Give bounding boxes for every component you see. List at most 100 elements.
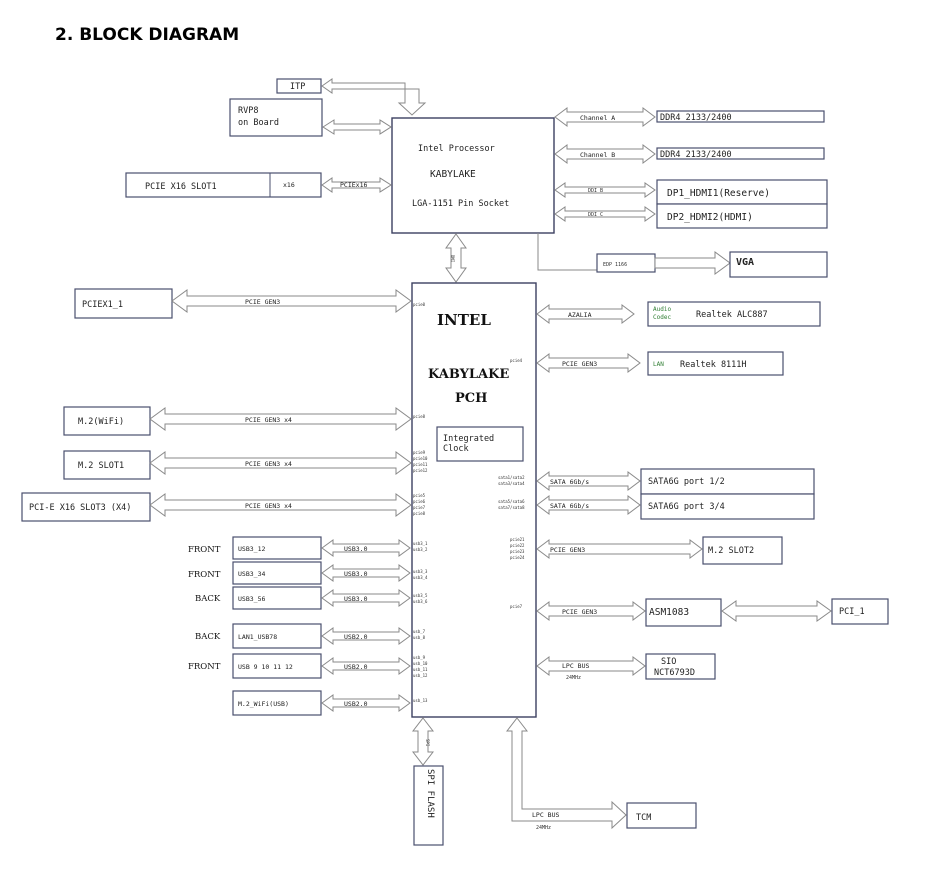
sio-line2: NCT6793D: [654, 668, 695, 678]
sata-1-label: SATA6G port 1/2: [648, 477, 725, 487]
ddi-c-label: DDI C: [588, 212, 603, 218]
vga-label: VGA: [736, 257, 754, 268]
usb-link-bus: USB2.0: [344, 663, 368, 671]
lpc-bus-2-label: LPC BUS: [532, 811, 559, 819]
ddi-b-label: DDI B: [588, 188, 603, 194]
left-link-arrow: [149, 493, 412, 517]
edp-label: EDP 1166: [603, 262, 627, 268]
svg-text:pcie0: pcie0: [413, 302, 426, 307]
lan-arrow: [536, 353, 641, 373]
usb-device-box: [232, 653, 322, 679]
usb-device-box: [232, 586, 322, 610]
usb-device-label: USB3_34: [238, 570, 265, 578]
usb-device-box: [232, 561, 322, 585]
svg-text:pcie4: pcie4: [510, 358, 523, 363]
left-link-arrow: [171, 289, 412, 313]
usb-side-label: BACK: [195, 594, 221, 604]
svg-text:usb3_1: usb3_1: [413, 541, 428, 546]
rvp8-line1: RVP8: [238, 106, 258, 116]
left-link-bus: PCIE GEN3 x4: [245, 416, 292, 424]
rvp8-line2: on Board: [238, 118, 279, 128]
asm-arrow: [536, 601, 646, 621]
usb-device-label: LAN1_USB78: [238, 633, 277, 641]
vga-arrow: [654, 251, 731, 275]
usb-link-arrow: [321, 627, 411, 645]
clock-line1: Integrated: [443, 434, 494, 444]
usb-link-arrow: [321, 657, 411, 675]
audio-codec-line1: Audio: [653, 306, 671, 313]
ddi-c-arrow: [554, 206, 656, 222]
svg-text:pcie21: pcie21: [510, 537, 525, 542]
pcie-x16-slot1-box: [125, 172, 322, 198]
lpc-bus-label: LPC BUS: [562, 662, 589, 670]
usb-device-box: [232, 690, 322, 716]
left-device-label: M.2 SLOT1: [78, 461, 124, 471]
usb-device-label: USB3_12: [238, 545, 265, 553]
usb-side-label: BACK: [195, 632, 221, 642]
svg-text:usb3_6: usb3_6: [413, 599, 428, 604]
svg-text:usb_13: usb_13: [413, 698, 428, 703]
integrated-clock-box: [436, 426, 524, 462]
left-device-label: M.2(WiFi): [78, 417, 124, 427]
dp2-box: [656, 203, 828, 229]
usb-link-bus: USB3.0: [344, 545, 368, 553]
sata-2-bus-label: SATA 6Gb/s: [550, 502, 589, 510]
channel-b-arrow: [554, 144, 656, 164]
vga-box: [729, 251, 828, 278]
sata-1-box: [640, 468, 815, 495]
clock-line2: Clock: [443, 444, 469, 454]
ddi-b-arrow: [554, 182, 656, 198]
left-link-arrow: [149, 451, 412, 475]
left-link-bus: PCIE GEN3 x4: [245, 502, 292, 510]
usb-link-row: BACK USB3_56 USB3.0: [195, 586, 411, 610]
cpu-line2: KABYLAKE: [430, 169, 476, 180]
ddr4-a-box: [656, 110, 825, 123]
channel-a-arrow: [554, 107, 656, 127]
spi-flash-label: SPI FLASH: [425, 769, 435, 818]
left-link-row: PCIEX1_1 PCIE GEN3: [74, 288, 412, 319]
itp-box: [276, 78, 322, 94]
rvp8-box: [229, 98, 323, 137]
left-link-row: PCI-E X16 SLOT3 (X4) PCIE GEN3 x4: [21, 492, 412, 522]
usb-side-label: FRONT: [188, 662, 221, 672]
asm-box: [645, 598, 722, 627]
dmi-arrow: [445, 233, 467, 283]
realtek-lan-label: Realtek 8111H: [680, 360, 747, 370]
svg-text:usb_8: usb_8: [413, 635, 426, 640]
usb-link-bus: USB3.0: [344, 570, 368, 578]
pci-arrow: [721, 600, 832, 622]
x16-label: x16: [283, 181, 295, 189]
sata-1-arrow: [536, 471, 641, 491]
dp1-box: [656, 179, 828, 205]
usb-link-arrow: [321, 564, 411, 582]
svg-text:pcie12: pcie12: [413, 468, 428, 473]
left-link-row: M.2 SLOT1 PCIE GEN3 x4: [63, 450, 412, 480]
pch-line3: PCH: [455, 391, 487, 406]
usb-link-row: FRONT USB3_12 USB3.0: [188, 536, 411, 560]
lpc-freq-2-label: 24MHz: [536, 825, 551, 831]
left-device-box: [74, 288, 173, 319]
dp2-label: DP2_HDMI2(HDMI): [667, 212, 753, 223]
usb-link-arrow: [321, 539, 411, 557]
pciex16-arrow: [321, 177, 392, 193]
svg-text:sata1/sata2: sata1/sata2: [498, 475, 525, 480]
svg-text:pcie24: pcie24: [510, 555, 525, 560]
svg-text:usb_10: usb_10: [413, 661, 428, 666]
sata-2-box: [640, 493, 815, 520]
pch-line1: INTEL: [437, 311, 491, 329]
lpc-tcm-arrow: [505, 717, 627, 830]
ddr4-b-box: [656, 147, 825, 160]
channel-b-label: Channel B: [580, 151, 615, 159]
m2-slot2-box: [702, 536, 783, 565]
left-link-bus: PCIE GEN3 x4: [245, 460, 292, 468]
itp-arrow: [321, 78, 427, 116]
svg-text:sata5/sata6: sata5/sata6: [498, 499, 525, 504]
usb-device-box: [232, 536, 322, 560]
usb-link-arrow: [321, 694, 411, 712]
usb-device-box: [232, 623, 322, 649]
usb-side-label: FRONT: [188, 545, 221, 555]
svg-text:usb3_4: usb3_4: [413, 575, 428, 580]
svg-text:sata3/sata4: sata3/sata4: [498, 481, 525, 486]
audio-codec-line2: Codec: [653, 314, 671, 321]
